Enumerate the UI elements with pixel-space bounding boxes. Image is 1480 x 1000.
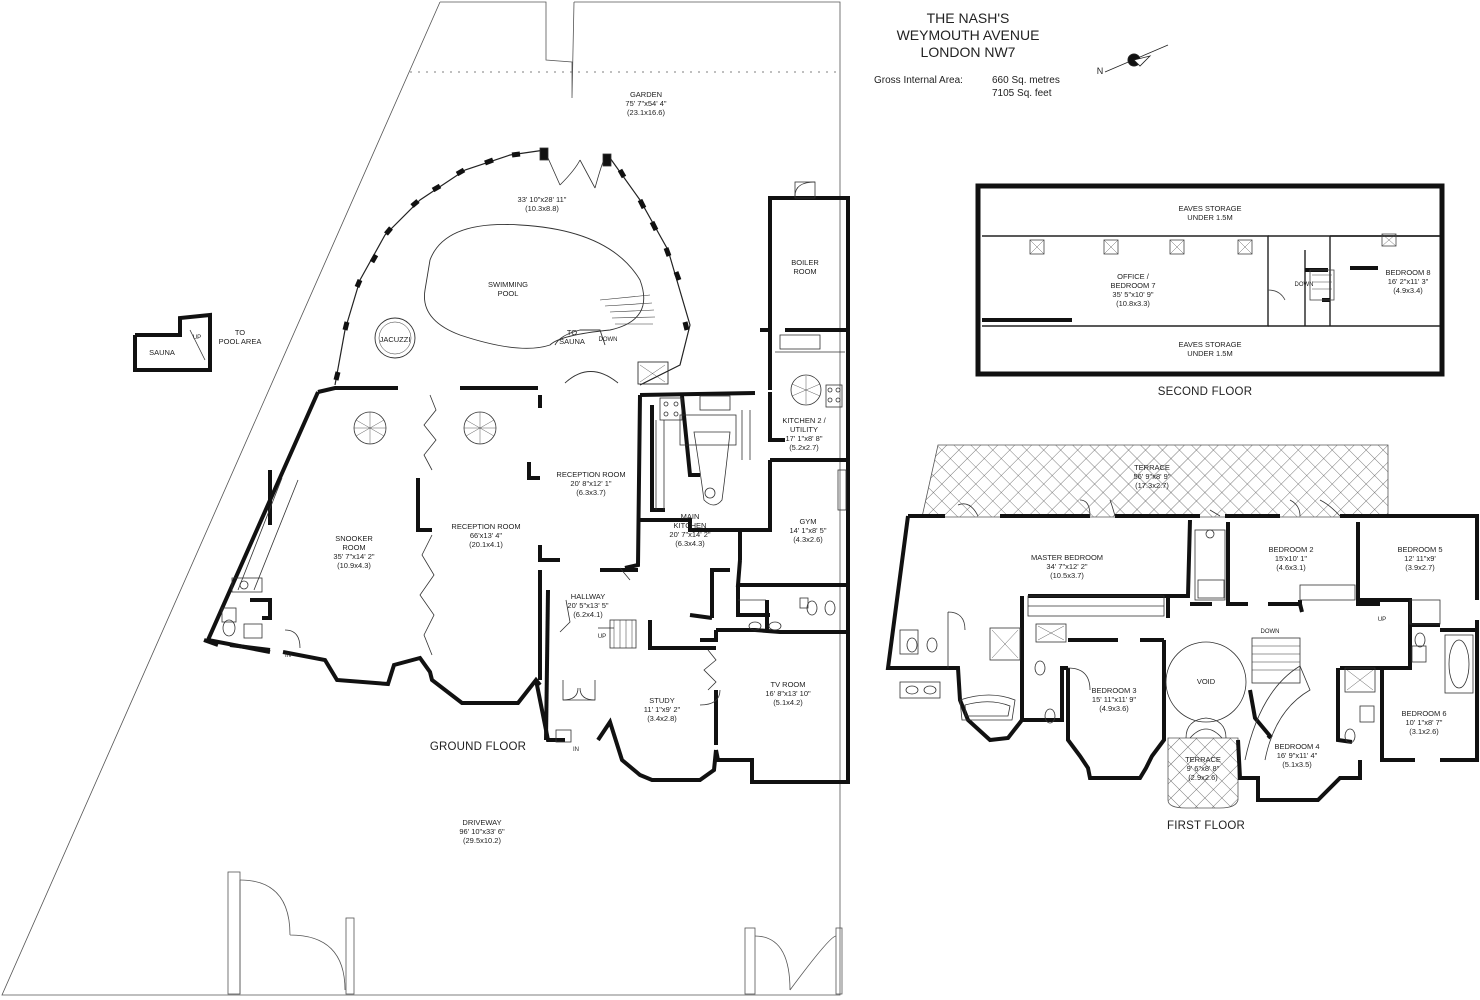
title-line-2: WEYMOUTH AVENUE (896, 27, 1040, 43)
ground-floor-fixtures (221, 181, 847, 743)
first-floor-walls (885, 514, 1479, 802)
first-floor-up-marker: UP (1377, 617, 1387, 623)
area-feet: 7105 Sq. feet (992, 87, 1052, 99)
compass-north-letter: N (1096, 66, 1104, 76)
second-floor-walls (975, 183, 1445, 377)
pool-down-marker: DOWN (598, 337, 618, 343)
second-floor-thick (982, 266, 1378, 322)
title-line-1: THE NASH'S (926, 10, 1010, 26)
room-pool-area: 33' 10"x28' 11"(10.3x8.8) (517, 195, 567, 213)
first-floor-label: FIRST FLOOR (1166, 820, 1246, 832)
pool-doors (539, 147, 612, 189)
first-floor-small-terrace (1167, 737, 1239, 809)
pool-shower (564, 361, 669, 385)
jacuzzi-label: JACUZZI (379, 335, 411, 344)
area-values: 660 Sq. metres 7105 Sq. feet (992, 75, 1060, 100)
snooker-entrance-in: IN (285, 653, 291, 659)
north-compass (1104, 44, 1169, 73)
first-floor-fixtures (899, 499, 1474, 761)
front-entrance-in: IN (573, 747, 579, 753)
sauna-up-marker: UP (192, 335, 202, 341)
area-label: Gross Internal Area: (874, 75, 963, 86)
property-title: THE NASH'S WEYMOUTH AVENUE LONDON NW7 (897, 10, 1040, 61)
site-boundary (1, 1, 841, 996)
second-floor-label: SECOND FLOOR (1157, 386, 1253, 398)
ground-floor-label: GROUND FLOOR (429, 741, 527, 753)
driveway-gates (227, 871, 843, 995)
room-sauna: SAUNA (149, 348, 175, 357)
ground-floor-walls (203, 196, 850, 784)
second-floor-fixtures (1029, 233, 1397, 301)
pool-enclosure (334, 149, 691, 386)
sauna-structure (133, 312, 212, 372)
area-metres: 660 Sq. metres (992, 75, 1060, 86)
swimming-pool (374, 224, 656, 359)
pool-enclosure-posts (333, 151, 690, 381)
title-line-3: LONDON NW7 (920, 44, 1016, 60)
second-floor-down-marker: DOWN (1294, 282, 1314, 288)
hallway-up-marker: UP (597, 634, 607, 640)
void-label: VOID (1196, 677, 1216, 686)
second-floor-inner (982, 235, 1440, 327)
first-floor-down-marker: DOWN (1260, 629, 1280, 635)
